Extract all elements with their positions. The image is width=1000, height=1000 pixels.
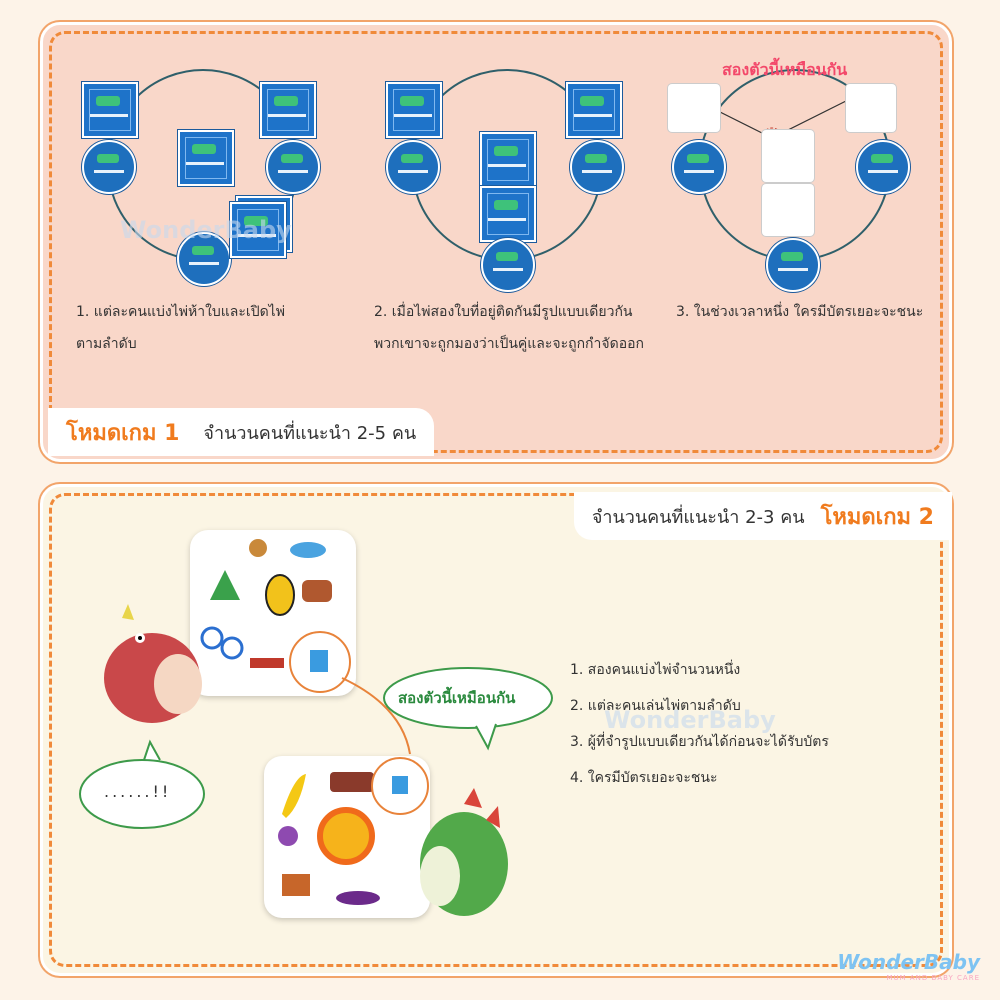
player-badge (266, 140, 320, 194)
grapes-icon (278, 826, 298, 846)
piano-icon (250, 658, 284, 668)
player-badge (82, 140, 136, 194)
speech-bubble-same (383, 667, 553, 751)
snail-icon (249, 539, 267, 557)
car-icon (330, 772, 374, 792)
player-badge (386, 140, 440, 194)
center-card (178, 130, 234, 186)
card-back (566, 82, 622, 138)
green-crocodile-character (420, 788, 508, 916)
mode2-rule-2: 2. แต่ละคนเล่นไพ่ตามลำดับ (570, 698, 741, 714)
mode2-title: โหมดเกม 2 (820, 504, 934, 530)
cake-icon (282, 874, 310, 896)
picture-card-top-art (200, 539, 332, 668)
mode2-rule-1: 1. สองคนแบ่งไพ่จำนวนหนึ่ง (570, 662, 741, 678)
brand-name: WonderBaby (837, 950, 980, 974)
mode2-tab: จำนวนคนที่แนะนำ 2-3 คน โหมดเกม 2 (573, 492, 952, 540)
card-back (386, 82, 442, 138)
card-stack (230, 202, 286, 258)
mode2-rule-3: 3. ผู้ที่จำรูปแบบเดียวกันได้ก่อนจะได้รับ… (570, 734, 829, 750)
panel-2-dashed-border (49, 493, 943, 967)
picture-card-mini (762, 184, 814, 236)
speech-bubble-same-text: สองตัวนี้เหมือนกัน (398, 689, 516, 707)
wonderbaby-logo: WonderBaby MUM AND BABY CARE (837, 950, 980, 982)
watermark: WonderBaby (604, 706, 776, 734)
match-connector (289, 631, 411, 755)
player-badge (570, 140, 624, 194)
speech-bubble-dots-text: ......!! (104, 782, 172, 801)
watermark: WonderBaby (120, 216, 292, 244)
dog-icon (302, 580, 332, 602)
mode1-step-3: 3. ในช่วงเวลาหนึ่ง ใครมีบัตรเยอะจะชนะ (676, 304, 924, 320)
mode2-rule-4: 4. ใครมีบัตรเยอะจะชนะ (570, 770, 718, 786)
picture-card-mini (846, 84, 896, 132)
eggplant-icon (336, 891, 380, 905)
mode1-step-1: 1. แต่ละคนแบ่งไพ่ห้าใบและเปิดไพ่ตามลำดับ (76, 304, 285, 352)
mode2-players: จำนวนคนที่แนะนำ 2-3 คน (591, 506, 805, 528)
player-badge (766, 238, 820, 292)
player-badge (481, 238, 535, 292)
fish-icon (290, 542, 326, 558)
same-pair-label: สองตัวนี้เหมือนกัน (722, 60, 848, 79)
tree-icon (210, 570, 240, 600)
player-badge (177, 232, 231, 286)
sun-icon (317, 807, 375, 865)
mode1-title: โหมดเกม 1 (66, 420, 180, 446)
speech-bubble-dots (79, 739, 205, 829)
mode1-tab: โหมดเกม 1 จำนวนคนที่แนะนำ 2-5 คน (48, 408, 435, 456)
picture-card-mini (668, 84, 720, 132)
red-dragon-character (104, 604, 202, 723)
brand-tagline: MUM AND BABY CARE (886, 974, 980, 982)
glasses-icon (200, 626, 224, 650)
match-highlight-bottom (371, 757, 429, 815)
banana-icon (282, 774, 306, 818)
card-back (260, 82, 316, 138)
bee-icon (265, 574, 295, 616)
card-back (82, 82, 138, 138)
player-badge (672, 140, 726, 194)
center-card (480, 132, 536, 188)
mode2-rules: 1. สองคนแบ่งไพ่จำนวนหนึ่ง 2. แต่ละคนเล่น… (570, 652, 829, 796)
player-badge (856, 140, 910, 194)
panel-1-dashed-border (49, 31, 943, 453)
center-card (480, 186, 536, 242)
picture-card-mini (762, 130, 814, 182)
mode1-players: จำนวนคนที่แนะนำ 2-5 คน (203, 422, 417, 444)
mode1-step-2: 2. เมื่อไพ่สองใบที่อยู่ติดกันมีรูปแบบเดี… (374, 304, 644, 352)
picture-card-bottom-art (278, 772, 380, 905)
